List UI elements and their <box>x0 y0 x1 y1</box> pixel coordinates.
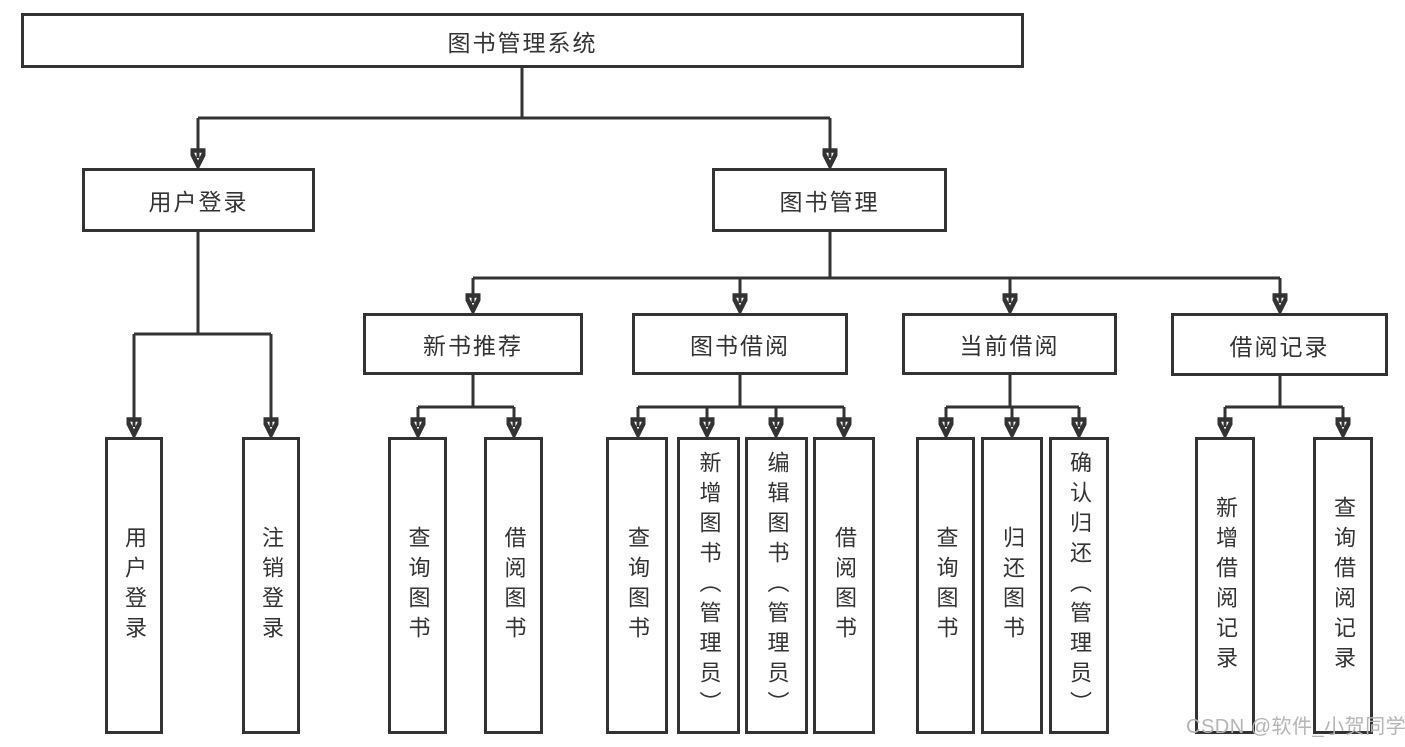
csdn-watermark: CSDN @软件_小贺同学 <box>1186 716 1405 738</box>
leaf-query-books-borrow-label: 查询图书 <box>625 525 650 646</box>
node-book-management-label: 图书管理 <box>779 189 880 215</box>
leaf-confirm-return-admin: 确认归还（管理员） <box>1049 437 1109 734</box>
leaf-logout: 注销登录 <box>242 437 300 734</box>
leaf-borrow-books-recommend: 借阅图书 <box>484 437 543 734</box>
leaf-user-login-label: 用户登录 <box>122 525 147 646</box>
leaf-query-borrow-record: 查询借阅记录 <box>1313 437 1373 734</box>
node-book-borrow: 图书借阅 <box>632 313 848 375</box>
node-new-book-recommend-label: 新书推荐 <box>423 333 523 359</box>
node-borrow-records: 借阅记录 <box>1171 313 1388 376</box>
leaf-query-borrow-record-label: 查询借阅记录 <box>1331 495 1356 676</box>
leaf-query-books-recommend-label: 查询图书 <box>405 525 431 646</box>
node-book-management: 图书管理 <box>712 168 947 232</box>
leaf-user-login: 用户登录 <box>105 437 163 734</box>
node-current-borrow: 当前借阅 <box>902 313 1117 375</box>
leaf-confirm-return-admin-label: 确认归还（管理员） <box>1067 450 1092 721</box>
node-user-login: 用户登录 <box>82 168 315 232</box>
leaf-query-books-current: 查询图书 <box>916 437 975 734</box>
leaf-edit-book-admin-label: 编辑图书（管理员） <box>764 450 790 721</box>
node-current-borrow-label: 当前借阅 <box>959 333 1060 359</box>
node-book-borrow-label: 图书借阅 <box>690 333 790 359</box>
node-new-book-recommend: 新书推荐 <box>363 313 583 375</box>
node-borrow-records-label: 借阅记录 <box>1229 333 1330 360</box>
leaf-add-book-admin-label: 新增图书（管理员） <box>696 450 722 721</box>
leaf-return-book-label: 归还图书 <box>1000 525 1025 646</box>
leaf-query-books-current-label: 查询图书 <box>933 525 959 646</box>
leaf-query-books-borrow: 查询图书 <box>606 437 668 734</box>
leaf-add-borrow-record: 新增借阅记录 <box>1195 437 1255 734</box>
leaf-logout-label: 注销登录 <box>259 525 284 646</box>
leaf-borrow-books-label: 借阅图书 <box>832 525 857 646</box>
node-user-login-label: 用户登录 <box>148 189 249 215</box>
leaf-return-book: 归还图书 <box>981 437 1043 734</box>
leaf-add-borrow-record-label: 新增借阅记录 <box>1213 495 1238 676</box>
leaf-edit-book-admin: 编辑图书（管理员） <box>745 437 808 734</box>
node-library-system-label: 图书管理系统 <box>447 29 598 56</box>
leaf-query-books-recommend: 查询图书 <box>388 437 447 734</box>
node-library-system: 图书管理系统 <box>21 13 1024 68</box>
leaf-add-book-admin: 新增图书（管理员） <box>677 437 740 734</box>
leaf-borrow-books-recommend-label: 借阅图书 <box>501 525 527 646</box>
leaf-borrow-books: 借阅图书 <box>813 437 875 734</box>
